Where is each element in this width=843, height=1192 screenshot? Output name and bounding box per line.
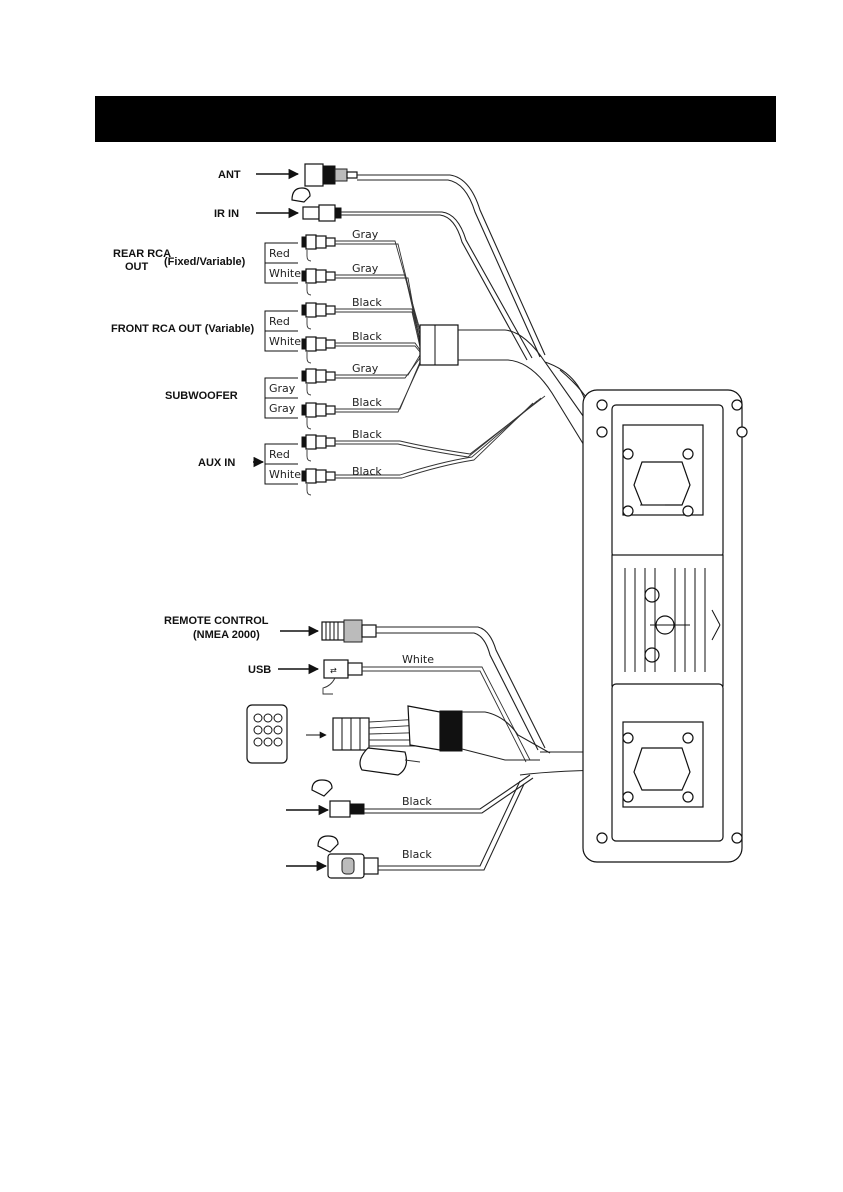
usb-connector: ⇄	[323, 660, 362, 694]
label-ant: ANT	[218, 169, 241, 181]
wire-label-usb: White	[402, 653, 434, 666]
label-ir-in: IR IN	[214, 208, 239, 220]
wire-label-front-1: Black	[352, 296, 382, 309]
rca-plug	[302, 369, 335, 395]
rca-plug	[302, 269, 335, 295]
svg-text:⇄: ⇄	[330, 666, 337, 675]
box-aux-1: Red	[269, 448, 290, 461]
rca-plug	[302, 435, 335, 461]
wire-label-sub-2: Black	[352, 396, 382, 409]
label-remote-control: REMOTE CONTROL	[164, 615, 269, 627]
box-sub-1: Gray	[269, 382, 296, 395]
wire-label-aux-1: Black	[352, 428, 382, 441]
label-rear-rca: REAR RCA	[113, 248, 171, 260]
wire-label-lower-2: Black	[402, 848, 432, 861]
box-rear-1: Red	[269, 247, 290, 260]
rca-plug	[302, 337, 335, 363]
header-bar	[95, 96, 776, 142]
power-plug	[247, 705, 287, 763]
wire-label-front-2: Black	[352, 330, 382, 343]
head-unit	[583, 390, 747, 862]
box-rear-2: White	[269, 267, 301, 280]
box-rear: Red White	[265, 243, 301, 283]
rca-plugs	[302, 235, 335, 495]
label-subwoofer: SUBWOOFER	[165, 390, 238, 402]
label-rear-rca-mode: (Fixed/Variable)	[164, 256, 246, 268]
box-aux: Red White	[265, 444, 301, 484]
ir-in-connector	[292, 188, 341, 221]
lower-connector-1	[312, 780, 364, 817]
rca-plug	[302, 403, 335, 429]
rca-plug	[302, 303, 335, 329]
box-aux-2: White	[269, 468, 301, 481]
lower-connector-2	[318, 836, 378, 878]
wire-label-rear-1: Gray	[352, 228, 379, 241]
box-sub-2: Gray	[269, 402, 296, 415]
box-sub: Gray Gray	[265, 378, 298, 418]
harness-plug	[333, 706, 462, 775]
rca-plug	[302, 469, 335, 495]
rca-plug	[302, 235, 335, 261]
label-rear-rca-out: OUT	[125, 261, 149, 273]
wire-label-aux-2: Black	[352, 465, 382, 478]
label-aux-in: AUX IN	[198, 457, 235, 469]
wire-label-rear-2: Gray	[352, 262, 379, 275]
remote-control-connector	[322, 620, 376, 642]
ant-connector	[305, 164, 357, 186]
label-front-rca: FRONT RCA OUT (Variable)	[111, 323, 255, 335]
box-front-1: Red	[269, 315, 290, 328]
label-nmea: (NMEA 2000)	[193, 629, 260, 641]
box-front: Red White	[265, 311, 301, 351]
label-usb: USB	[248, 664, 271, 676]
box-front-2: White	[269, 335, 301, 348]
wire-label-sub-1: Gray	[352, 362, 379, 375]
wire-label-lower-1: Black	[402, 795, 432, 808]
